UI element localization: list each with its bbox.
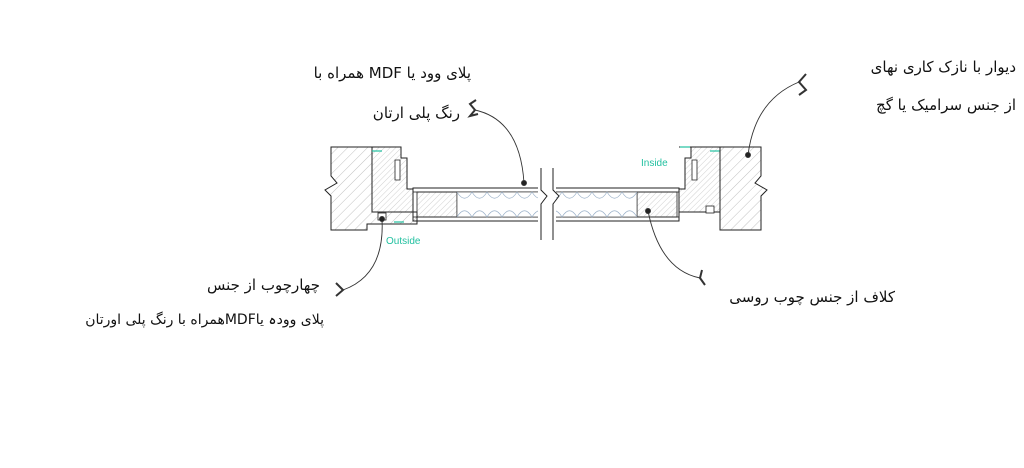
leader-lines (335, 73, 808, 297)
right-door-frame (678, 146, 721, 214)
note-top-center-line2: رنگ پلی ارتان (372, 104, 460, 122)
outside-tag: Outside (386, 236, 421, 247)
left-door-frame (371, 146, 414, 223)
note-top-right-line1: دیوار با نازک کاری نهای (870, 58, 1016, 76)
note-top-right-line2: از جنس سرامیک یا گچ (876, 96, 1016, 114)
note-top-center-line1: پلای وود یا MDF همراه با (313, 64, 471, 82)
right-wall (719, 146, 768, 231)
door-leaf (412, 168, 680, 240)
note-bottom-right-line1: کلاف از جنس چوب روسی (729, 288, 895, 306)
note-bottom-left-line2: پلای وودہ یاMDFهمراه با رنگ پلی اورتان (85, 312, 324, 328)
note-bottom-left-line1: چهارچوب از جنس (206, 276, 320, 294)
inside-tag: Inside (641, 158, 668, 169)
